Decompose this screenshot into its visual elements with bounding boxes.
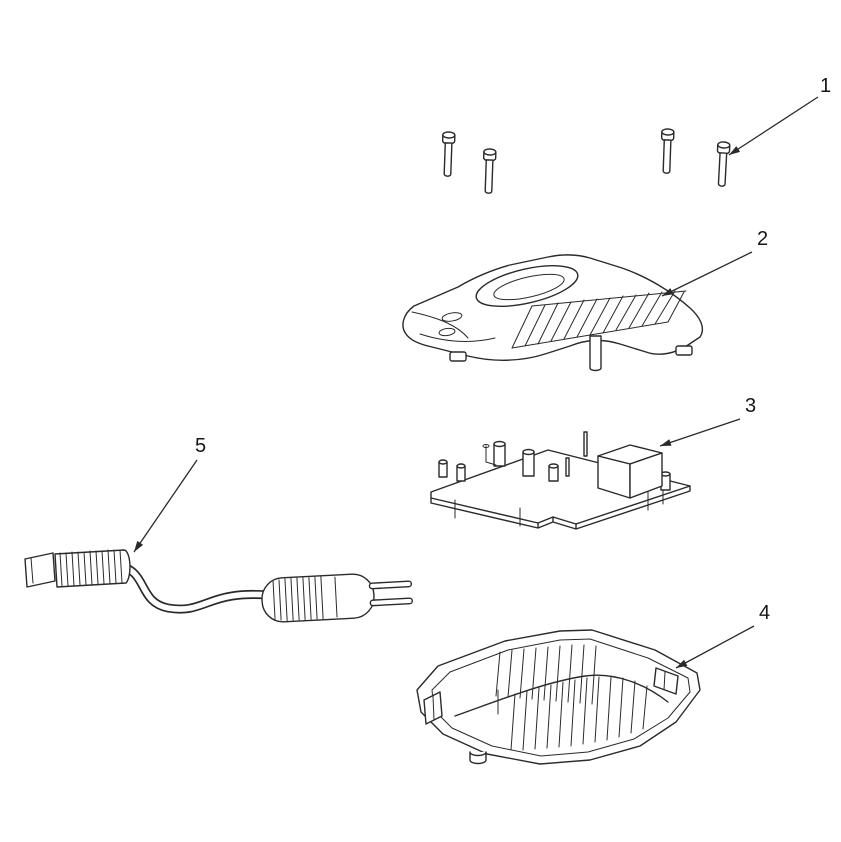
callout-3-label: 3 [745, 395, 756, 417]
callout-1-arrow-icon [729, 146, 741, 155]
callout-3-leader [659, 418, 741, 447]
screw-icon [440, 131, 456, 178]
housing-side-details [423, 667, 679, 765]
top-cover-outline [402, 254, 704, 361]
screw-icon [481, 148, 497, 195]
housing-inner-rim [431, 638, 691, 757]
cover-feet-and-post [449, 335, 693, 372]
housing-lower-vent-ribs [510, 676, 648, 751]
dc-connector [24, 549, 131, 588]
callout-1-label: 1 [820, 75, 831, 97]
housing-upper-vent-ribs [495, 644, 597, 705]
cover-rib-lines [511, 290, 687, 349]
cable [115, 561, 273, 614]
transformer [597, 444, 663, 499]
callout-4-leader [675, 625, 755, 669]
plug-ribs [272, 576, 324, 622]
callout-4: 4 [675, 602, 770, 669]
housing-outline [416, 629, 701, 765]
power-cord-part [24, 549, 413, 623]
callout-2: 2 [661, 228, 768, 297]
callout-3: 3 [659, 395, 756, 447]
callout-2-label: 2 [757, 228, 768, 250]
callout-1: 1 [728, 75, 831, 156]
callout-4-label: 4 [759, 602, 770, 624]
callout-1-leader [728, 96, 819, 156]
callout-3-arrow-icon [660, 439, 672, 446]
plug-prongs [368, 580, 413, 607]
callout-2-leader [661, 251, 753, 297]
callout-5: 5 [133, 435, 206, 553]
callout-5-leader [133, 459, 198, 553]
pcb-thickness [430, 485, 691, 530]
circuit-board-part [430, 431, 691, 530]
cover-left-vents [411, 311, 496, 342]
pcb-outline [430, 449, 691, 525]
callout-5-label: 5 [195, 435, 206, 457]
power-plug [261, 573, 413, 623]
bottom-housing-part [416, 629, 701, 765]
cover-handle-opening [475, 265, 579, 307]
screws-group [440, 128, 731, 195]
component-bracket [482, 431, 588, 477]
callout-4-arrow-icon [676, 659, 688, 668]
screw-icon [659, 128, 675, 175]
strain-relief-ribs [59, 549, 123, 587]
callout-2-arrow-icon [662, 288, 674, 296]
screw-icon [714, 140, 731, 188]
led-cylinder [438, 459, 466, 482]
housing-ridge-contour [454, 674, 669, 717]
top-cover-part [402, 254, 704, 372]
callout-5-arrow-icon [134, 540, 144, 552]
